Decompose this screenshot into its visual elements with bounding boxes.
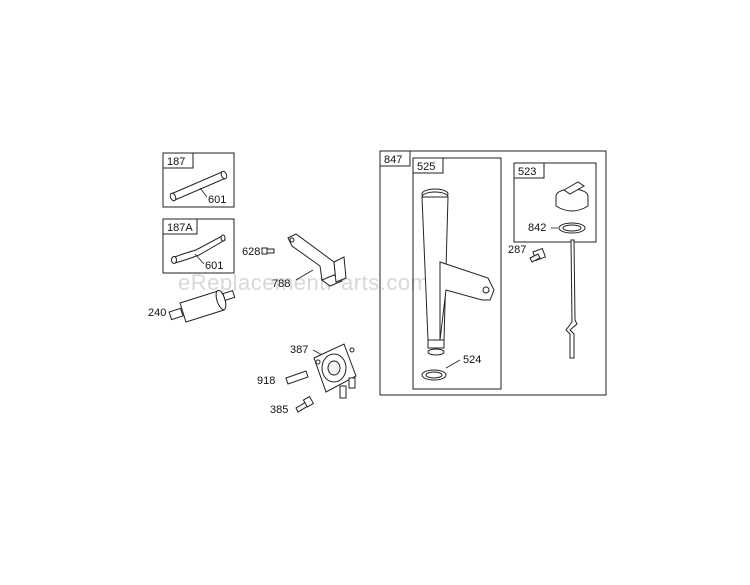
part-918-label: 918	[257, 375, 275, 387]
o-ring-icon	[421, 369, 447, 381]
part-187a-frame	[162, 218, 235, 274]
part-187a-tab	[162, 218, 198, 235]
pin-icon	[285, 370, 309, 385]
bracket-icon	[287, 233, 347, 287]
bent-tube-part-icon	[171, 234, 226, 264]
part-628-label: 628	[242, 246, 260, 258]
part-523-label: 523	[518, 166, 536, 178]
dipstick-tube-icon	[421, 188, 495, 356]
part-847-frame	[379, 150, 607, 396]
fuel-pump-icon	[313, 343, 357, 399]
part-525-tab	[412, 157, 444, 174]
part-918-group: 918	[257, 370, 309, 387]
part-847-tab	[379, 150, 411, 167]
part-523-tab	[513, 162, 545, 179]
part-847-group: 847 525 524 523	[379, 150, 607, 396]
part-385-group: 385	[270, 395, 315, 416]
part-187-601-label: 601	[208, 194, 226, 206]
part-240-group: 240	[148, 289, 236, 323]
part-387-group: 387	[290, 343, 357, 399]
part-387-label: 387	[290, 344, 308, 356]
part-187-frame	[162, 152, 235, 208]
part-525-label: 525	[417, 161, 435, 173]
tube-part-icon	[169, 170, 228, 202]
part-187a-label: 187A	[167, 222, 193, 234]
part-187a-group: 187A 601	[162, 218, 235, 274]
fuel-filter-icon	[168, 289, 236, 323]
part-187-group: 187 601	[162, 152, 235, 208]
part-788-group: 788	[272, 233, 347, 290]
part-187-tab	[162, 152, 194, 169]
part-240-label: 240	[148, 307, 166, 319]
part-187a-601-label: 601	[205, 260, 223, 272]
part-524-label: 524	[463, 354, 481, 366]
part-842-label: 842	[528, 222, 546, 234]
part-385-label: 385	[270, 404, 288, 416]
bolt-icon	[529, 247, 547, 263]
screw-icon	[295, 395, 315, 413]
part-788-label: 788	[272, 278, 290, 290]
part-628-group: 628	[242, 246, 275, 258]
part-847-label: 847	[384, 154, 402, 166]
screw-icon	[261, 247, 275, 255]
part-187-label: 187	[167, 156, 185, 168]
part-525-frame	[412, 157, 502, 390]
dipstick-cap-icon	[555, 181, 589, 359]
part-287-label: 287	[508, 244, 526, 256]
part-523-frame	[513, 162, 597, 243]
